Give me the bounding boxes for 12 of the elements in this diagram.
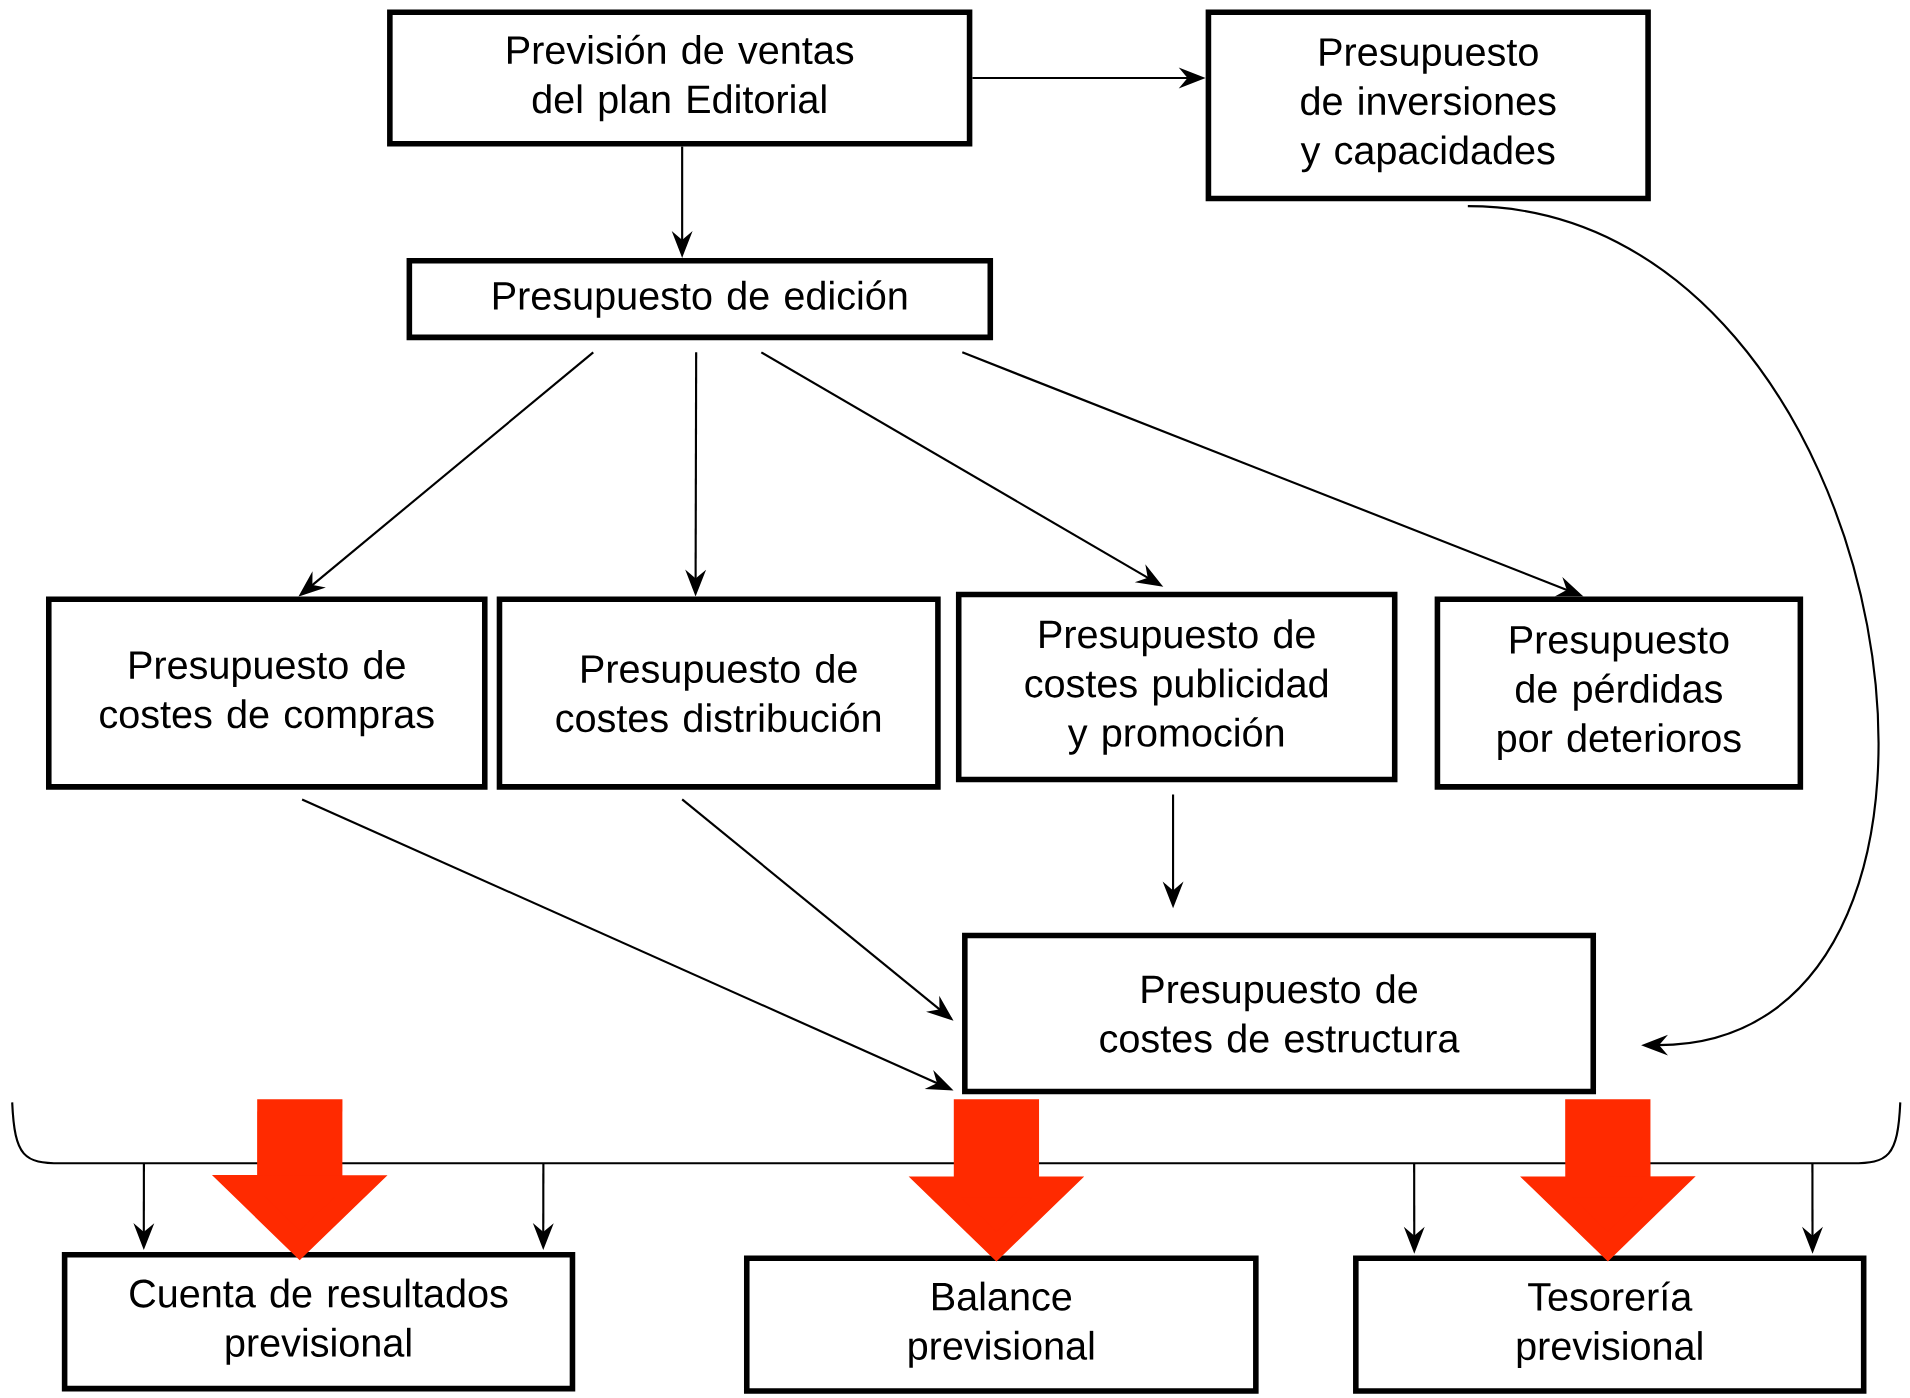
process-box: Previsión de ventas del plan Editorial xyxy=(387,9,973,147)
process-box: Presupuesto de costes publicidad y promoción xyxy=(955,591,1398,783)
process-box: Balance previsional xyxy=(744,1255,1259,1394)
process-box: Cuenta de resultados previsional xyxy=(61,1251,576,1392)
process-box: Presupuesto de costes distribución xyxy=(496,596,941,790)
process-box: Presupuesto de pérdidas por deterioros xyxy=(1434,596,1804,790)
process-box: Presupuesto de costes de compras xyxy=(46,596,488,790)
process-box: Presupuesto de edición xyxy=(406,257,994,340)
process-box: Presupuesto de costes de estructura xyxy=(962,932,1597,1094)
process-box: Presupuesto de inversiones y capacidades xyxy=(1205,9,1651,202)
process-box: Tesorería previsional xyxy=(1353,1255,1867,1394)
arrow xyxy=(1467,204,1880,1056)
